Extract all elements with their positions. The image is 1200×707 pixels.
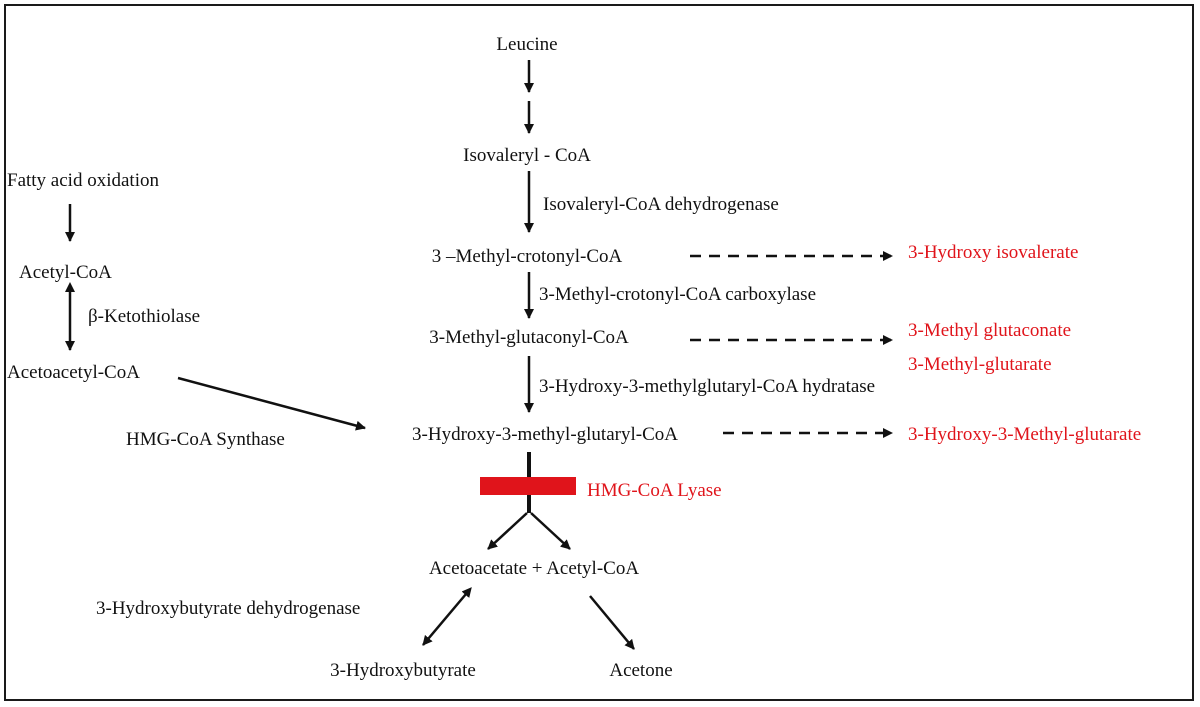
node-methylcrotonyl-coa: 3 –Methyl-crotonyl-CoA — [432, 246, 623, 267]
enzyme-beta-ketothiolase: β-Ketothiolase — [88, 306, 200, 327]
enzyme-3-hydroxybutyrate-dehydrogenase: 3-Hydroxybutyrate dehydrogenase — [96, 598, 360, 619]
byproduct-3-hydroxy-3-methyl-glutarate: 3-Hydroxy-3-Methyl-glutarate — [908, 424, 1141, 445]
node-isovaleryl-coa: Isovaleryl - CoA — [463, 145, 591, 166]
enzyme-hmg-coa-lyase: HMG-CoA Lyase — [587, 480, 722, 501]
arrow-acetoacetate-hydroxybutyrate — [422, 587, 472, 646]
node-leucine: Leucine — [496, 34, 557, 55]
byproduct-3-hydroxy-isovalerate: 3-Hydroxy isovalerate — [908, 242, 1078, 263]
diagram-frame — [4, 4, 1194, 701]
arrow-lyase-to-acetyl-coa — [530, 512, 571, 550]
node-hydroxybutyrate: 3-Hydroxybutyrate — [330, 660, 476, 681]
node-acetone: Acetone — [609, 660, 672, 681]
node-acetoacetyl-coa: Acetoacetyl-CoA — [7, 362, 140, 383]
node-acetoacetate-acetylcoa: Acetoacetate + Acetyl-CoA — [429, 558, 639, 579]
enzyme-methylcrotonyl-coa-carboxylase: 3-Methyl-crotonyl-CoA carboxylase — [539, 284, 816, 305]
node-hmg-coa: 3-Hydroxy-3-methyl-glutaryl-CoA — [412, 424, 678, 445]
node-fatty-acid-oxidation: Fatty acid oxidation — [7, 170, 159, 191]
enzyme-isovaleryl-coa-dehydrogenase: Isovaleryl-CoA dehydrogenase — [543, 194, 779, 215]
byproduct-3-methyl-glutarate: 3-Methyl-glutarate — [908, 354, 1052, 375]
enzyme-hmg-coa-hydratase: 3-Hydroxy-3-methylglutaryl-CoA hydratase — [539, 376, 875, 397]
lyase-block-bar — [480, 477, 576, 495]
enzyme-hmg-coa-synthase: HMG-CoA Synthase — [126, 429, 285, 450]
arrow-lyase-to-acetoacetate — [487, 512, 528, 550]
node-methylglutaconyl-coa: 3-Methyl-glutaconyl-CoA — [429, 327, 629, 348]
byproduct-3-methyl-glutaconate: 3-Methyl glutaconate — [908, 320, 1071, 341]
arrow-acetoacetate-to-acetone — [589, 595, 635, 650]
arrow-acetoacetyl-to-hmg-coa — [177, 376, 366, 431]
node-acetyl-coa: Acetyl-CoA — [19, 262, 112, 283]
